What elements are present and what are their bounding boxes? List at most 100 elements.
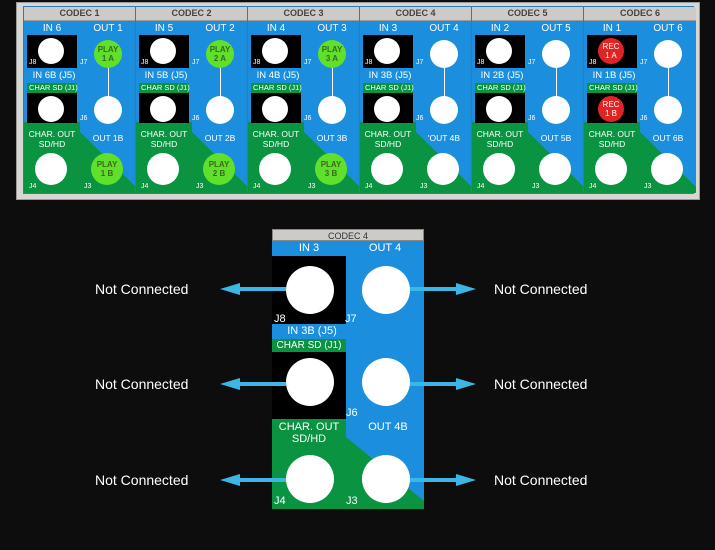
- detail-j6-label: J6: [346, 407, 358, 419]
- out-label: OUT 5: [541, 23, 571, 34]
- in-a-jack[interactable]: [150, 38, 176, 64]
- out-b-jack[interactable]: [318, 96, 346, 124]
- char-out-jack[interactable]: [595, 153, 627, 185]
- status-in-a: Not Connected: [95, 281, 189, 297]
- char-out-jack[interactable]: [147, 153, 179, 185]
- out-b-jack[interactable]: [542, 96, 570, 124]
- detail-j3-label: J3: [346, 495, 358, 507]
- in-label: IN 3: [378, 23, 398, 34]
- detail-out-b2-jack[interactable]: [362, 455, 410, 503]
- char-out-jack[interactable]: [371, 153, 403, 185]
- out-a-jack[interactable]: [542, 40, 570, 68]
- detail-out-a-jack[interactable]: [362, 266, 410, 314]
- char-out-jack[interactable]: [483, 153, 515, 185]
- j3-label: J3: [420, 183, 428, 190]
- in-b-label: IN 5B (J5): [144, 70, 188, 81]
- arrow-in-b: [220, 378, 286, 390]
- out-link-line: [668, 53, 669, 109]
- j3-label: J3: [196, 183, 204, 190]
- out-label: OUT 1: [93, 23, 123, 34]
- j3-label: J3: [84, 183, 92, 190]
- in-a-jack[interactable]: [262, 38, 288, 64]
- out-b-label: OUT 6B: [652, 133, 684, 143]
- in-b-label: IN 4B (J5): [256, 70, 300, 81]
- out-b2-jack[interactable]: [427, 153, 459, 185]
- char-sd-label: CHAR SD (J1): [251, 83, 302, 93]
- detail-char-out-jack[interactable]: [286, 455, 334, 503]
- out-b-jack[interactable]: [654, 96, 682, 124]
- in-label: IN 2: [490, 23, 510, 34]
- in-b-label: IN 1B (J5): [592, 70, 636, 81]
- arrow-char-out: [220, 474, 286, 486]
- codec-module-1[interactable]: CODEC 1 IN 6 OUT 1 J8 J7 IN 6B (J5) CHAR…: [24, 7, 136, 193]
- j8-label: J8: [253, 59, 261, 66]
- detail-title: CODEC 4: [272, 229, 424, 241]
- out-a-jack[interactable]: [654, 40, 682, 68]
- codec-module-2[interactable]: CODEC 2 IN 5 OUT 2 J8 J7 IN 5B (J5) CHAR…: [136, 7, 248, 193]
- codec-title: CODEC 1: [24, 7, 135, 21]
- out-b-label: OUT 5B: [540, 133, 572, 143]
- out-b-jack[interactable]: [430, 96, 458, 124]
- j7-label: J7: [528, 59, 536, 66]
- out-b-jack[interactable]: [94, 96, 122, 124]
- j7-label: J7: [416, 59, 424, 66]
- in-a-jack[interactable]: [486, 38, 512, 64]
- in-b-jack[interactable]: [262, 96, 288, 122]
- j6-label: J6: [416, 115, 424, 122]
- out-b2-jack[interactable]: [539, 153, 571, 185]
- detail-char-out-line2: SD/HD: [291, 433, 327, 445]
- in-label: IN 1: [602, 23, 622, 34]
- out-b2-jack[interactable]: [651, 153, 683, 185]
- status-out-b: Not Connected: [494, 376, 588, 392]
- in-b-jack[interactable]: [150, 96, 176, 122]
- codec-detail-panel: CODEC 4 IN 3 OUT 4 J8 J7 IN 3B (J5) CHAR…: [272, 229, 424, 509]
- char-sd-label: CHAR SD (J1): [27, 83, 78, 93]
- j6-label: J6: [192, 115, 200, 122]
- detail-char-out-line1: CHAR. OUT: [278, 421, 340, 433]
- codec-module-4[interactable]: CODEC 4 IN 3 OUT 4 J8 J7 IN 3B (J5) CHAR…: [360, 7, 472, 193]
- char-out-jack[interactable]: [259, 153, 291, 185]
- out-a-jack[interactable]: [430, 40, 458, 68]
- in-b-label: IN 2B (J5): [480, 70, 524, 81]
- out-link-line: [220, 53, 221, 109]
- in-b-jack[interactable]: [38, 96, 64, 122]
- codec-module-5[interactable]: CODEC 5 IN 2 OUT 5 J8 J7 IN 2B (J5) CHAR…: [472, 7, 584, 193]
- arrow-out-b2: [410, 474, 476, 486]
- detail-out-b-jack[interactable]: [362, 358, 410, 406]
- in-b-jack[interactable]: [486, 96, 512, 122]
- detail-in-a-jack[interactable]: [286, 266, 334, 314]
- status-char-out: Not Connected: [95, 472, 189, 488]
- j8-label: J8: [29, 59, 37, 66]
- in-a-jack[interactable]: [38, 38, 64, 64]
- char-sd-label: CHAR SD (J1): [475, 83, 526, 93]
- in-b-jack[interactable]: [374, 96, 400, 122]
- char-out-jack[interactable]: [35, 153, 67, 185]
- codec-title: CODEC 6: [584, 7, 696, 21]
- out-b-jack[interactable]: [206, 96, 234, 124]
- detail-in-b-jack[interactable]: [286, 358, 334, 406]
- char-sd-label: CHAR SD (J1): [363, 83, 414, 93]
- codec-row: CODEC 1 IN 6 OUT 1 J8 J7 IN 6B (J5) CHAR…: [23, 6, 696, 194]
- j3-label: J3: [644, 183, 652, 190]
- status-out-a: Not Connected: [494, 281, 588, 297]
- codec-module-3[interactable]: CODEC 3 IN 4 OUT 3 J8 J7 IN 4B (J5) CHAR…: [248, 7, 360, 193]
- detail-j8-label: J8: [274, 313, 286, 325]
- in-a-jack[interactable]: [374, 38, 400, 64]
- detail-in-b-label: IN 3B (J5): [287, 325, 337, 337]
- out-link-line: [108, 53, 109, 109]
